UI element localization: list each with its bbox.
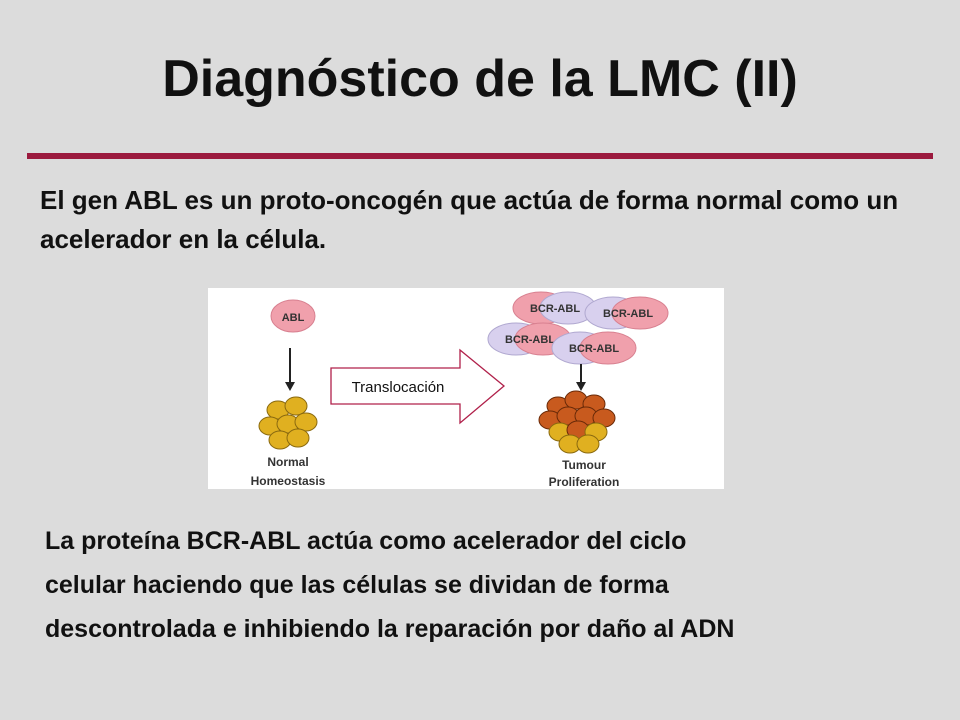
translocation-figure: ABL Normal Homeostasis Translocación BCR…	[208, 288, 724, 489]
bcr-abl-paragraph: La proteína BCR-ABL actúa como acelerado…	[45, 519, 945, 651]
normal-label-line2: Homeostasis	[251, 474, 326, 488]
paragraph2-line: celular haciendo que las células se divi…	[45, 571, 669, 599]
tumour-label-line2: Proliferation	[549, 475, 620, 489]
tumour-cells	[538, 390, 616, 454]
figure-illustration: ABL Normal Homeostasis Translocación BCR…	[251, 291, 669, 489]
abl-label: ABL	[282, 312, 305, 324]
bcr-abl-label: BCR-ABL	[505, 334, 555, 346]
bcr-abl-label: BCR-ABL	[530, 303, 580, 315]
tumour-label-line1: Tumour	[562, 458, 606, 472]
paragraph2-line: descontrolada e inhibiendo la reparación…	[45, 615, 735, 643]
abl-protein	[270, 299, 316, 333]
normal-label-line1: Normal	[267, 455, 308, 469]
slide-title: Diagnóstico de la LMC (II)	[162, 50, 798, 108]
normal-arrow-head	[285, 382, 295, 391]
translocation-label: Translocación	[352, 379, 445, 396]
normal-cells	[258, 396, 318, 450]
bcr-abl-label: BCR-ABL	[603, 308, 653, 320]
translocation-arrow	[330, 348, 506, 425]
bcr-abl-label: BCR-ABL	[569, 343, 619, 355]
intro-paragraph: El gen ABL es un proto-oncogén que actúa…	[40, 185, 899, 254]
tumour-arrow-head	[576, 382, 586, 391]
paragraph2-line: La proteína BCR-ABL actúa como acelerado…	[45, 527, 687, 555]
title-divider	[27, 153, 933, 159]
bcr-abl-proteins: BCR-ABL BCR-ABL BCR-ABL BCR-ABL	[487, 291, 669, 365]
